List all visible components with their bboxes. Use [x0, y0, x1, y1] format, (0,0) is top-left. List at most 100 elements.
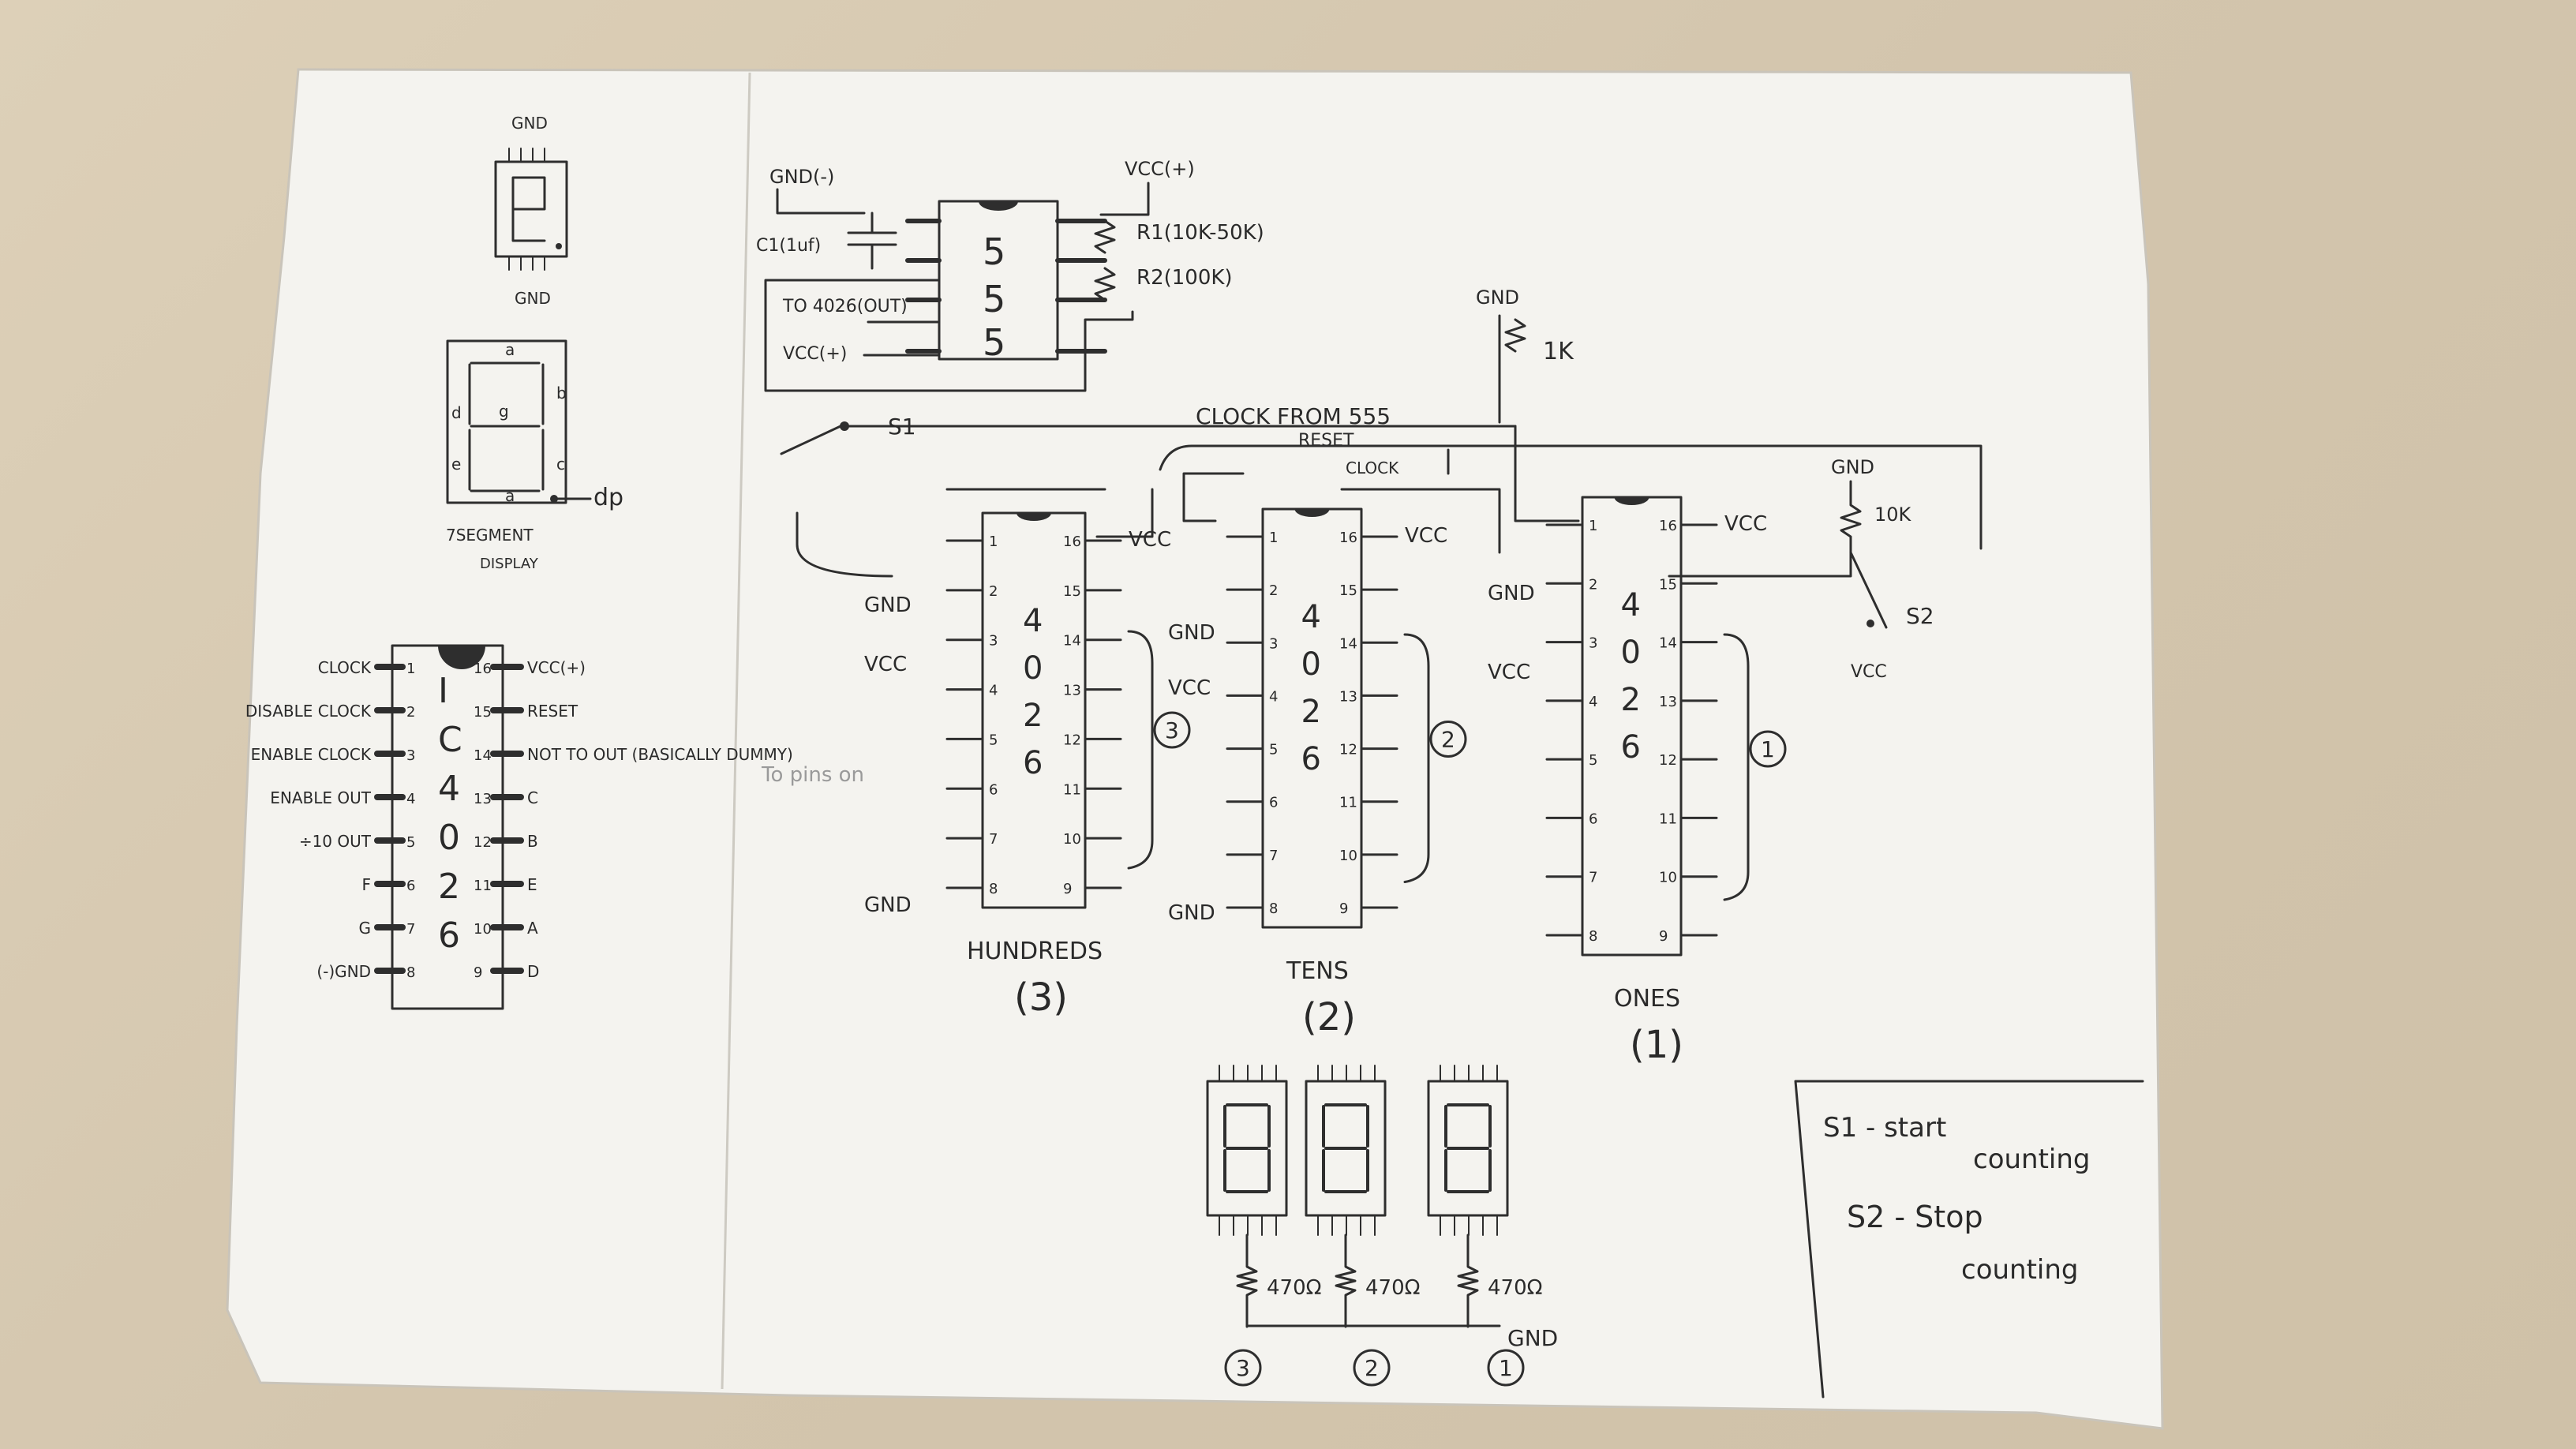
- pinout-left-pin-label: DISABLE CLOCK: [245, 702, 372, 721]
- pinout-left-pin-number: 1: [406, 661, 415, 677]
- chip-right-pin-number: 12: [1339, 742, 1357, 758]
- paper-fold: [721, 72, 751, 1390]
- pinout-left-pin-number: 6: [406, 878, 415, 894]
- top-seven-segment-display: GND GND: [494, 114, 568, 308]
- display-circled-number: 3: [1236, 1355, 1250, 1381]
- chip-right-pin-number: 11: [1063, 781, 1081, 798]
- segment-caption-line1: 7SEGMENT: [446, 526, 534, 545]
- chip-left-label: VCC: [1488, 661, 1530, 684]
- chip-left-pin-number: 5: [1589, 752, 1597, 769]
- chip-number: (1): [1630, 1023, 1683, 1067]
- chip-right-pin-number: 12: [1063, 732, 1081, 748]
- segment-label-a-bottom: a: [505, 486, 515, 505]
- main-wiring: S1 CLOCK FROM 555 GND 1K RESET CLOCK GND…: [761, 286, 1983, 787]
- legend-s1-line2: counting: [1973, 1144, 2091, 1175]
- chip-right-pin-number: 16: [1063, 534, 1081, 550]
- pinout-right-pin-label: B: [527, 832, 538, 851]
- chip-left-pin-number: 6: [1589, 811, 1597, 827]
- chip-body-text: 6: [1023, 745, 1043, 781]
- chip-left-label: GND: [1168, 621, 1215, 645]
- clock-small-label: CLOCK: [1346, 459, 1399, 477]
- pinout-right-pin-label: NOT TO OUT (BASICALLY DUMMY): [527, 745, 793, 764]
- chip-left-pin-number: 3: [989, 633, 998, 650]
- s1-label: S1: [888, 414, 916, 440]
- r-10k-label: 10K: [1874, 504, 1912, 526]
- timer-vcc-left-label: VCC(+): [783, 344, 847, 364]
- segment-label-d: d: [451, 403, 462, 422]
- segment-label-dp: dp: [593, 484, 623, 511]
- chip-vcc-label: VCC: [1724, 512, 1767, 536]
- chip-left-pin-number: 3: [1589, 635, 1597, 652]
- chip-right-pin-number: 11: [1659, 811, 1677, 827]
- pinout-left-pin-label: (-)GND: [316, 962, 371, 981]
- chip-body-text: 4: [1023, 603, 1043, 639]
- chip-left-pin-number: 2: [1269, 582, 1278, 599]
- pinout-body-letter: 0: [438, 818, 460, 858]
- resistor-label: 470Ω: [1488, 1276, 1543, 1300]
- pinout-right-pin-label: C: [527, 788, 538, 807]
- pinout-left-pin-number: 7: [406, 921, 415, 938]
- pinout-left-pin-number: 4: [406, 791, 415, 807]
- chip-body-text: 2: [1621, 682, 1641, 718]
- pinout-right-pin-number: 16: [474, 661, 492, 677]
- resistor-label: 470Ω: [1365, 1276, 1421, 1300]
- pinout-left-pin-label: F: [361, 875, 371, 894]
- pinout-left-pin-number: 5: [406, 834, 415, 851]
- chip-left-pin-number: 1: [1589, 518, 1597, 534]
- chip-body-text: 2: [1301, 694, 1321, 730]
- pinout-right-pin-number: 12: [474, 834, 492, 851]
- chip-right-pin-number: 9: [1659, 928, 1668, 945]
- pinout-right-pin-label: E: [527, 875, 537, 894]
- pinout-right-pin-number: 10: [474, 921, 492, 938]
- chip-right-pin-number: 15: [1339, 582, 1357, 599]
- pinout-right-pin-number: 13: [474, 791, 492, 807]
- pinout-right-pin-label: RESET: [527, 702, 578, 721]
- chip-left-pin-number: 4: [1589, 694, 1597, 710]
- chip-body-text: 6: [1621, 729, 1641, 766]
- pinout-right-pin-number: 9: [474, 964, 482, 981]
- segment-label-c: c: [556, 455, 565, 474]
- chip-body-text: 0: [1301, 646, 1321, 683]
- timer-chip-text-2: 5: [983, 278, 1005, 320]
- chip-right-pin-number: 13: [1659, 694, 1677, 710]
- pinout-left-pin-number: 8: [406, 964, 415, 981]
- resistor-label: 470Ω: [1267, 1276, 1322, 1300]
- chip-left-pin-number: 5: [1269, 742, 1278, 758]
- timer-to4026-label: TO 4026(OUT): [782, 297, 908, 316]
- chip-left-label: VCC: [864, 653, 907, 676]
- pinout-body-letter: 6: [438, 915, 460, 956]
- bottom-gnd-label: GND: [1507, 1325, 1558, 1351]
- pinout-left-pin-label: ENABLE OUT: [270, 788, 372, 807]
- pinout-left-pin-number: 2: [406, 704, 415, 721]
- r-1k-label: 1K: [1543, 338, 1574, 365]
- top-display-gnd-bottom: GND: [515, 289, 551, 308]
- chip-right-pin-number: 9: [1339, 900, 1348, 917]
- segment-label-a: a: [505, 340, 515, 359]
- chip-right-pin-number: 14: [1063, 633, 1081, 650]
- segment-label-e: e: [451, 455, 461, 474]
- chip-name: TENS: [1286, 957, 1349, 985]
- chip-right-pin-number: 16: [1339, 530, 1357, 546]
- segment-caption-line2: DISPLAY: [480, 556, 539, 572]
- chip-number: (2): [1302, 995, 1356, 1039]
- pinout-right-pin-label: D: [527, 962, 539, 981]
- chip-left-pin-number: 2: [1589, 576, 1597, 593]
- timer-r1-label: R1(10K-50K): [1136, 221, 1264, 245]
- chip-body-text: 4: [1621, 587, 1641, 623]
- chip-left-pin-number: 1: [1269, 530, 1278, 546]
- chip-right-pin-number: 16: [1659, 518, 1677, 534]
- chip-left-pin-number: 3: [1269, 635, 1278, 652]
- display-circled-number: 2: [1365, 1355, 1379, 1381]
- chip-left-pin-number: 7: [1589, 870, 1597, 886]
- digit-display: 470Ω 3: [1206, 1065, 1322, 1387]
- clock-from-555-label: CLOCK FROM 555: [1196, 403, 1391, 429]
- pinout-left-pin-label: ÷10 OUT: [299, 832, 372, 851]
- chip-left-pin-number: 2: [989, 583, 998, 600]
- chip-right-pin-number: 14: [1339, 635, 1357, 652]
- pinout-body-letter: 4: [438, 769, 460, 809]
- chip-left-pin-number: 8: [1269, 900, 1278, 917]
